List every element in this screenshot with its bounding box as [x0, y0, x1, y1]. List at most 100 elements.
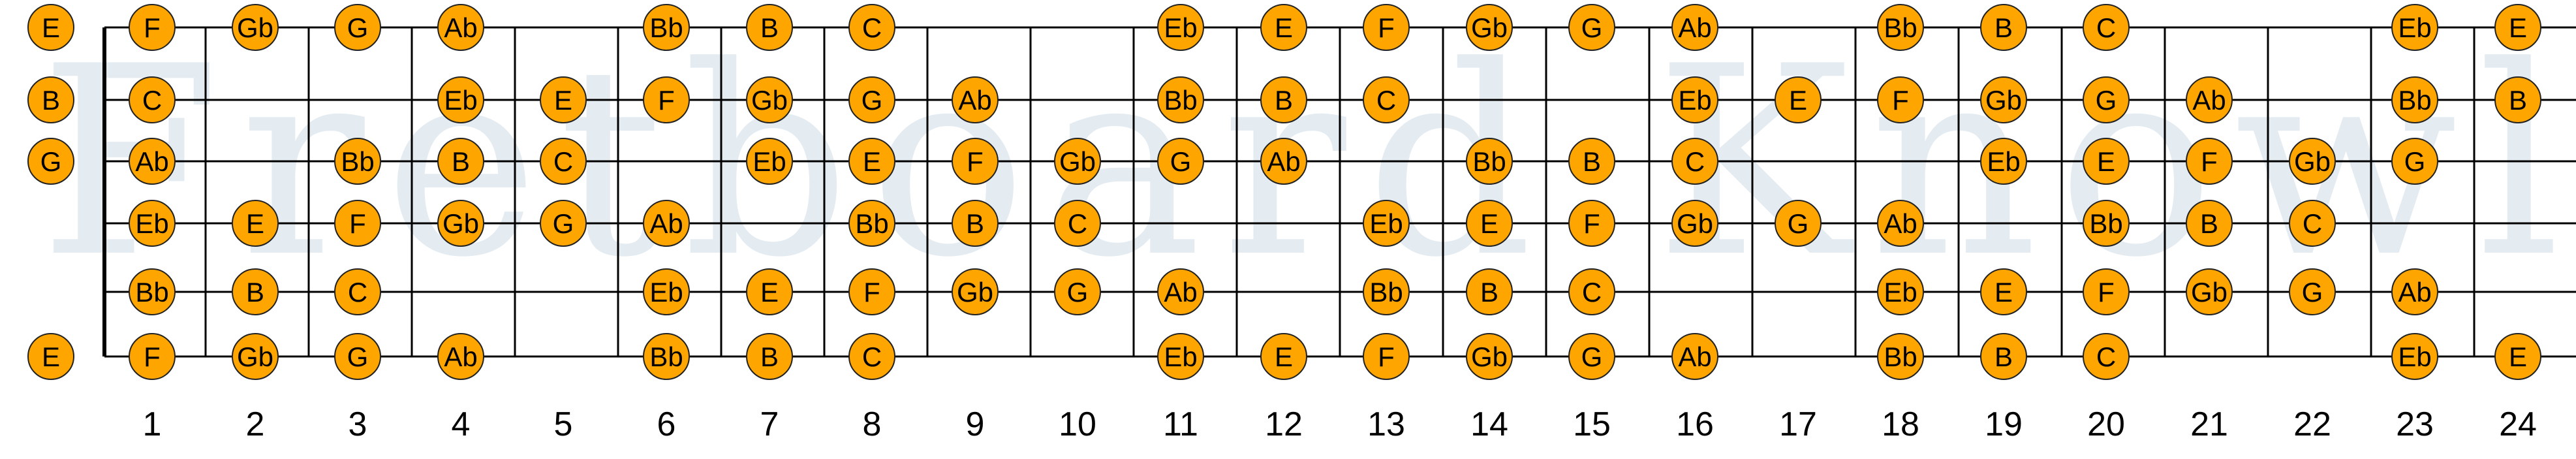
- fret-note: B: [1260, 76, 1307, 123]
- fret-note: F: [643, 76, 690, 123]
- fret-note: F: [334, 200, 381, 247]
- note-circle: [334, 200, 381, 247]
- note-circle: [1568, 333, 1615, 380]
- note-label: E: [42, 12, 60, 43]
- fret-note: Eb: [1980, 138, 2027, 185]
- note-label: F: [1583, 208, 1600, 239]
- note-circle: [129, 138, 176, 185]
- note-label: G: [2096, 85, 2117, 116]
- fret-note: B: [437, 138, 484, 185]
- note-circle: [848, 76, 895, 123]
- fret-note: E: [848, 138, 895, 185]
- note-circle: [1466, 4, 1513, 51]
- note-circle: [232, 333, 279, 380]
- note-label: Ab: [1884, 208, 1917, 239]
- note-label: B: [760, 12, 779, 43]
- fret-note: Ab: [2186, 76, 2233, 123]
- fret-note: B: [746, 4, 793, 51]
- fret-number: 16: [1676, 405, 1714, 443]
- note-circle: [2186, 138, 2233, 185]
- fret-note: Eb: [2391, 333, 2438, 380]
- note-circle: [2186, 76, 2233, 123]
- note-label: Bb: [2398, 85, 2431, 116]
- note-label: Ab: [444, 12, 477, 43]
- note-label: Bb: [1884, 341, 1917, 372]
- fret-note: Ab: [129, 138, 176, 185]
- note-circle: [1980, 4, 2027, 51]
- fret-note: Gb: [1980, 76, 2027, 123]
- note-label: G: [1581, 341, 1603, 372]
- note-label: E: [1275, 12, 1293, 43]
- fret-note: E: [1260, 4, 1307, 51]
- note-label: Ab: [649, 208, 683, 239]
- note-circle: [1671, 200, 1718, 247]
- note-circle: [643, 333, 690, 380]
- fret-note: Ab: [1671, 4, 1718, 51]
- note-label: Ab: [2192, 85, 2226, 116]
- note-label: G: [861, 85, 883, 116]
- fret-note: F: [1363, 4, 1410, 51]
- note-circle: [1980, 76, 2027, 123]
- note-label: Bb: [1164, 85, 1197, 116]
- fret-note: Bb: [1877, 4, 1924, 51]
- note-circle: [2083, 200, 2130, 247]
- note-label: B: [1275, 85, 1293, 116]
- note-circle: [2391, 268, 2438, 315]
- note-circle: [540, 76, 587, 123]
- note-circle: [1671, 76, 1718, 123]
- note-circle: [952, 268, 999, 315]
- note-circle: [848, 138, 895, 185]
- note-label: E: [1994, 277, 2013, 308]
- note-label: C: [1685, 146, 1705, 177]
- note-label: E: [1480, 208, 1498, 239]
- note-circle: [643, 4, 690, 51]
- fret-note: F: [1877, 76, 1924, 123]
- note-label: B: [760, 341, 779, 372]
- note-label: Ab: [1678, 341, 1711, 372]
- note-label: E: [42, 341, 60, 372]
- fret-number: 20: [2087, 405, 2125, 443]
- note-label: F: [2098, 277, 2115, 308]
- fret-note: E: [2083, 138, 2130, 185]
- note-label: E: [2509, 341, 2527, 372]
- fret-number: 7: [760, 405, 779, 443]
- note-label: F: [863, 277, 880, 308]
- fret-note: Gb: [1054, 138, 1101, 185]
- note-label: E: [2097, 146, 2115, 177]
- note-circle: [1363, 4, 1410, 51]
- note-circle: [334, 138, 381, 185]
- note-circle: [2494, 4, 2541, 51]
- fret-note: F: [848, 268, 895, 315]
- fret-note: G: [540, 200, 587, 247]
- fret-note: Eb: [1363, 200, 1410, 247]
- fret-note: E: [540, 76, 587, 123]
- note-circle: [27, 333, 74, 380]
- note-label: Gb: [442, 208, 479, 239]
- fret-note: Ab: [437, 4, 484, 51]
- note-circle: [437, 76, 484, 123]
- fret-note: Gb: [746, 76, 793, 123]
- note-label: C: [142, 85, 162, 116]
- note-label: C: [2096, 341, 2116, 372]
- note-circle: [540, 200, 587, 247]
- note-label: Bb: [341, 146, 374, 177]
- note-circle: [129, 76, 176, 123]
- note-circle: [232, 268, 279, 315]
- fret-note: F: [2186, 138, 2233, 185]
- note-label: E: [760, 277, 779, 308]
- note-circle: [2289, 200, 2336, 247]
- note-circle: [746, 4, 793, 51]
- open-string-note: E: [27, 4, 74, 51]
- fret-note: B: [952, 200, 999, 247]
- note-circle: [2494, 333, 2541, 380]
- note-label: Gb: [237, 341, 273, 372]
- fret-note: C: [1363, 76, 1410, 123]
- note-label: F: [144, 12, 161, 43]
- note-label: Bb: [649, 12, 683, 43]
- fret-note: G: [848, 76, 895, 123]
- note-label: B: [1480, 277, 1498, 308]
- note-label: Bb: [855, 208, 888, 239]
- fret-note: C: [129, 76, 176, 123]
